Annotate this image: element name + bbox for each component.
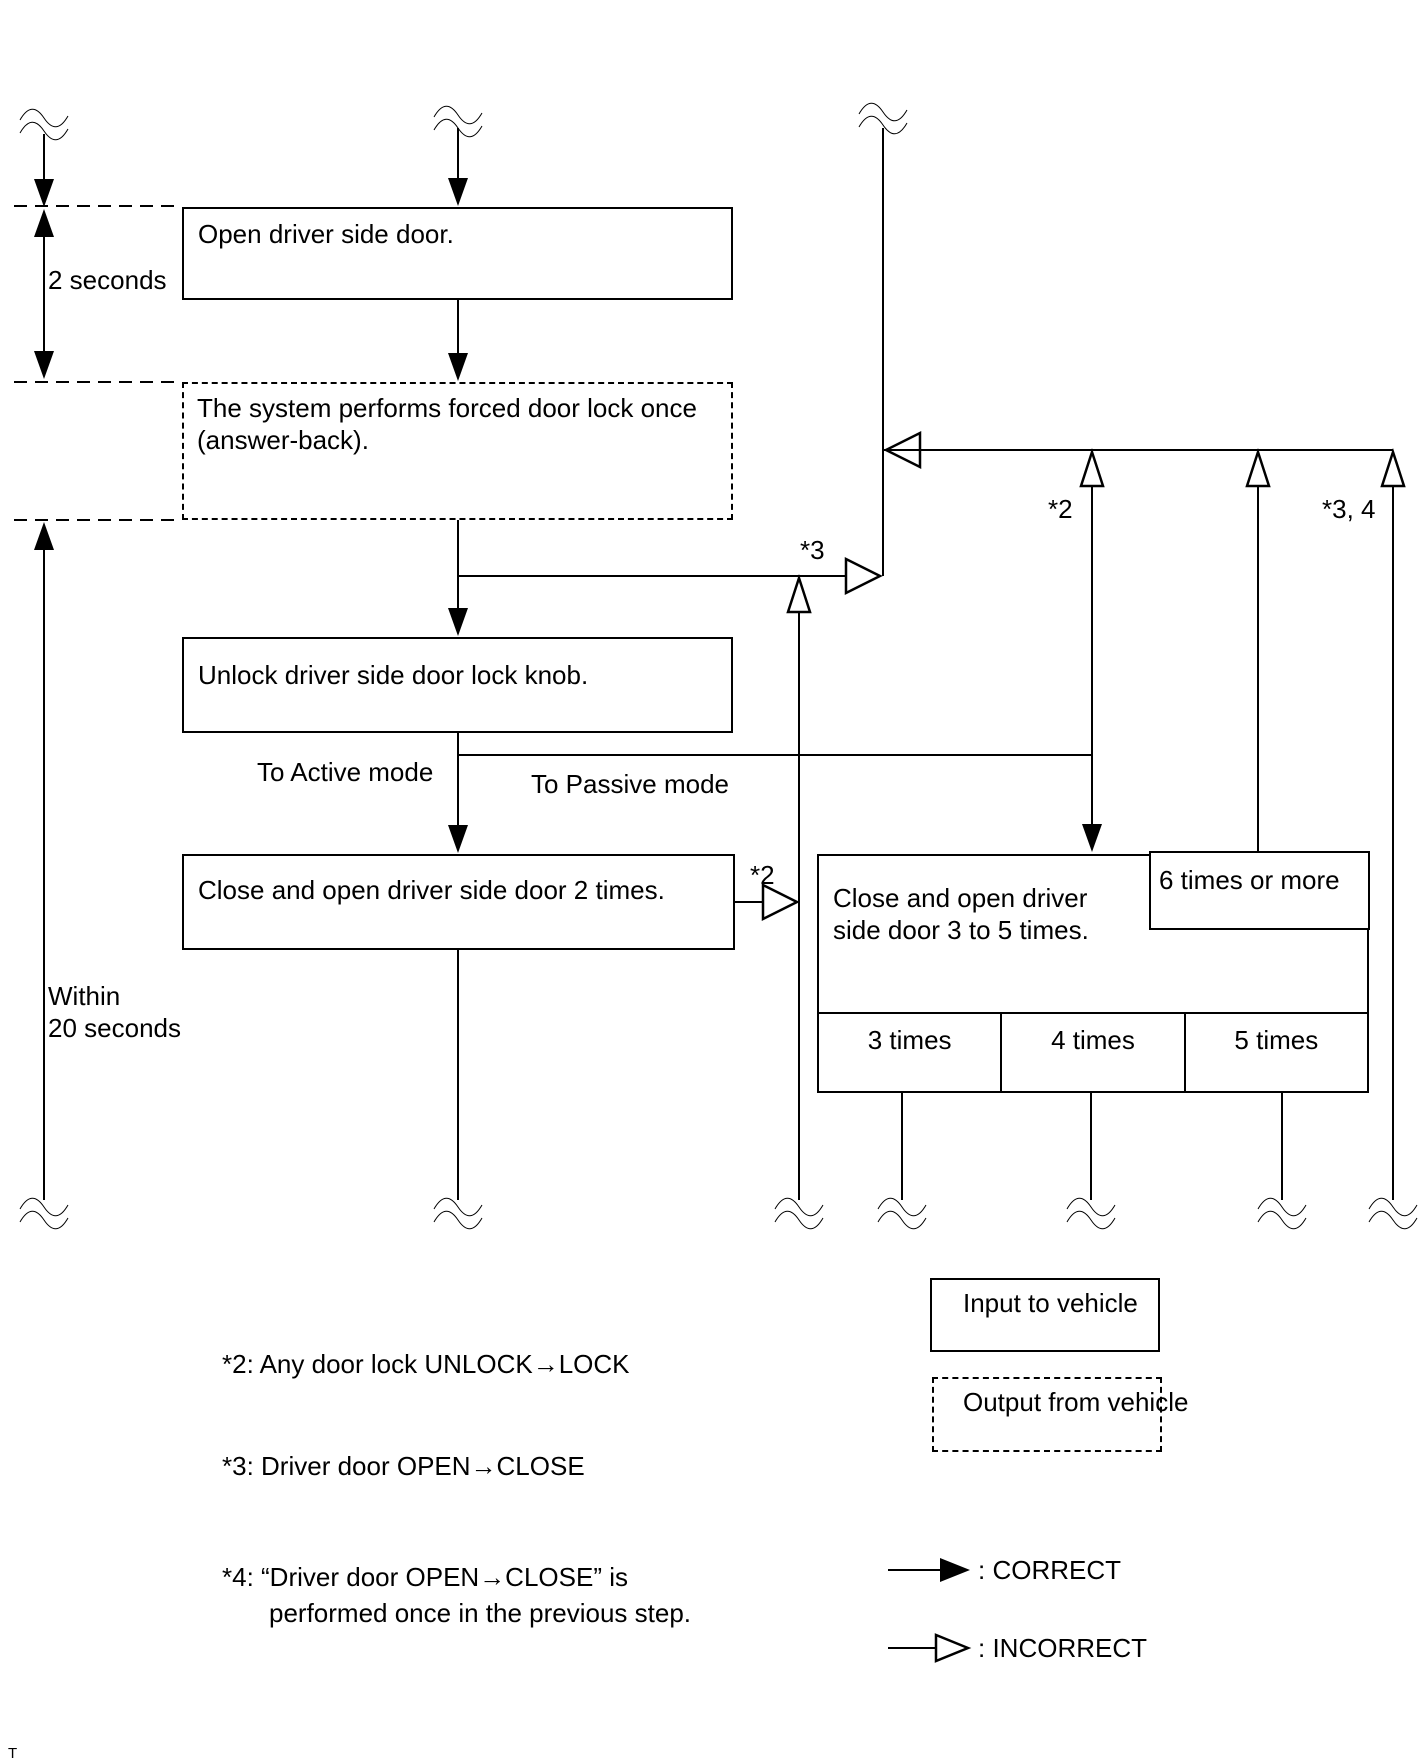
arrow-solid-down-icon bbox=[448, 608, 468, 636]
arrow-solid-down-icon bbox=[34, 351, 54, 379]
open-door-label: Open driver side door. bbox=[198, 219, 454, 249]
footnote-star2: *2: Any door lock UNLOCK→LOCK bbox=[222, 1349, 630, 1379]
output-from-vehicle-label: Output from vehicle bbox=[963, 1387, 1189, 1417]
arrow-solid-down-icon bbox=[448, 178, 468, 206]
arrow-open-up-icon bbox=[786, 573, 812, 614]
left-timeline bbox=[14, 134, 181, 1200]
close-open-2-times-label: Close and open driver side door 2 times. bbox=[198, 875, 665, 905]
star2-incorrect-arrow bbox=[735, 882, 800, 922]
to-active-mode-label: To Active mode bbox=[257, 757, 434, 787]
arrow-open-right-icon bbox=[761, 882, 800, 922]
two-seconds-label: 2 seconds bbox=[48, 265, 167, 295]
within-label: Within bbox=[48, 981, 121, 1011]
cell-descenders bbox=[901, 1093, 1283, 1200]
twenty-seconds-label: 20 seconds bbox=[48, 1013, 181, 1043]
correct-label: : CORRECT bbox=[978, 1555, 1121, 1585]
arrow-solid-down-icon bbox=[1082, 824, 1102, 852]
arrow-solid-down-icon bbox=[448, 825, 468, 853]
close-open-3-5-times-box: Close and open driver side door 3 to 5 t… bbox=[817, 854, 1369, 1093]
break-wavy-icon-bottom-6 bbox=[1257, 1197, 1307, 1230]
footnote-star4-line2: performed once in the previous step. bbox=[269, 1598, 692, 1628]
input-to-vehicle-box: Input to vehicle bbox=[930, 1278, 1160, 1352]
star2-mid-label: *2 bbox=[750, 860, 775, 890]
close-open-2-times-box: Close and open driver side door 2 times. bbox=[182, 854, 735, 950]
arrow-solid-up-icon bbox=[34, 522, 54, 550]
footnote-star4-line1: *4: “Driver door OPEN→CLOSE” is bbox=[222, 1562, 628, 1592]
break-wavy-icon-bottom-4 bbox=[877, 1197, 927, 1230]
footnote-star3: *3: Driver door OPEN→CLOSE bbox=[222, 1451, 585, 1481]
star3-branch-label: *3 bbox=[800, 535, 825, 565]
cell-3-times: 3 times bbox=[867, 1025, 952, 1055]
unlock-knob-box: Unlock driver side door lock knob. bbox=[182, 637, 733, 733]
break-wavy-icon-bottom-2 bbox=[433, 1197, 483, 1230]
forced-lock-output-box: The system performs forced door lock onc… bbox=[182, 382, 733, 520]
bottom-return-line bbox=[786, 573, 812, 1200]
times-cells-row: 3 times 4 times 5 times bbox=[819, 1012, 1367, 1091]
six-times-or-more-label: 6 times or more bbox=[1159, 865, 1340, 895]
star34-top-label: *3, 4 bbox=[1322, 494, 1376, 524]
incorrect-label: : INCORRECT bbox=[978, 1633, 1147, 1663]
break-wavy-icon-bottom-7 bbox=[1368, 1197, 1418, 1230]
cell-4-times: 4 times bbox=[1000, 1014, 1183, 1091]
arrow-solid-up-icon bbox=[34, 209, 54, 237]
break-wavy-icon-bottom-1 bbox=[19, 1197, 69, 1230]
main-flow-column bbox=[448, 128, 468, 1200]
input-to-vehicle-label: Input to vehicle bbox=[963, 1288, 1138, 1318]
arrow-open-up-icon bbox=[1380, 447, 1406, 488]
cell-5-times: 5 times bbox=[1183, 1014, 1367, 1091]
arrow-solid-down-icon bbox=[34, 179, 54, 207]
star2-top-label: *2 bbox=[1048, 494, 1073, 524]
break-wavy-icon-bottom-5 bbox=[1066, 1197, 1116, 1230]
incorrect-arrow-icon bbox=[888, 1633, 972, 1663]
to-passive-mode-label: To Passive mode bbox=[531, 769, 729, 799]
page-marker: T bbox=[8, 1745, 18, 1762]
forced-lock-line2: (answer-back). bbox=[197, 425, 369, 455]
star3-branch bbox=[458, 556, 883, 596]
correct-arrow-icon bbox=[888, 1558, 970, 1582]
arrow-open-up-icon bbox=[1079, 447, 1105, 488]
arrow-solid-down-icon bbox=[448, 353, 468, 381]
unlock-knob-label: Unlock driver side door lock knob. bbox=[198, 660, 589, 690]
open-door-box: Open driver side door. bbox=[182, 207, 733, 300]
forced-lock-line1: The system performs forced door lock onc… bbox=[197, 393, 697, 423]
arrow-open-right-icon bbox=[844, 556, 883, 596]
star34-return-line bbox=[1380, 447, 1406, 1200]
six-times-or-more-box: 6 times or more bbox=[1149, 851, 1370, 930]
passive-branch bbox=[458, 447, 1105, 852]
arrow-open-up-icon bbox=[1245, 447, 1271, 488]
six-times-return-line bbox=[1245, 447, 1271, 851]
output-from-vehicle-box: Output from vehicle bbox=[932, 1377, 1188, 1452]
close-open-3-5-line2: side door 3 to 5 times. bbox=[833, 915, 1089, 945]
close-open-3-5-line1: Close and open driver bbox=[833, 883, 1088, 913]
return-line-and-collector bbox=[882, 128, 1393, 576]
break-wavy-icon-bottom-3 bbox=[774, 1197, 824, 1230]
